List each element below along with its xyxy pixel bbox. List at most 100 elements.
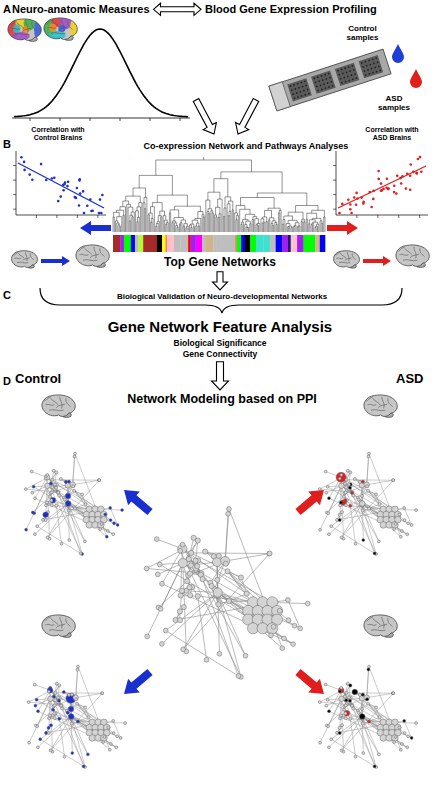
- data-point: [380, 182, 383, 185]
- axis-line: [16, 215, 106, 216]
- array-spot: [296, 92, 298, 94]
- network-node: [292, 623, 297, 628]
- array-spot: [289, 85, 291, 87]
- panel-letter: A: [3, 3, 11, 16]
- brain-fill: [364, 615, 397, 636]
- network-edges: [320, 454, 416, 554]
- array-spot: [325, 78, 327, 80]
- ppi-network: [24, 452, 123, 555]
- module-color-bar: [241, 235, 245, 252]
- module-color-bar: [309, 235, 316, 252]
- network-node: [81, 493, 84, 496]
- array-spot: [320, 75, 322, 77]
- network-node: [48, 714, 51, 717]
- data-point: [20, 156, 23, 159]
- network-node: [98, 479, 101, 482]
- data-point: [62, 189, 65, 192]
- brain-icon: [396, 245, 429, 267]
- network-node: [30, 470, 33, 473]
- microarray-slide: [269, 49, 391, 111]
- array-spot: [297, 96, 299, 98]
- network-node: [83, 540, 86, 543]
- network-node: [73, 455, 76, 458]
- ppi-network: [318, 452, 417, 555]
- network-node: [330, 525, 333, 528]
- brain-gyrus: [335, 252, 340, 255]
- network-node: [46, 536, 49, 539]
- module-color-bar: [213, 235, 217, 252]
- axis-tick: [333, 165, 336, 166]
- network-node: [49, 482, 52, 485]
- direction-arrow: [363, 256, 391, 266]
- array-spot: [300, 81, 302, 83]
- module-color-bar: [282, 235, 288, 252]
- data-point: [349, 208, 352, 211]
- network-node: [344, 712, 347, 715]
- network-node: [361, 509, 364, 512]
- array-spot: [330, 81, 332, 83]
- axis-line: [336, 215, 428, 216]
- network-node: [155, 572, 160, 577]
- axis-tick: [333, 209, 336, 210]
- axis-tick: [13, 209, 16, 210]
- network-node: [349, 717, 352, 720]
- network-node: [352, 689, 358, 695]
- module-color-bar: [157, 235, 162, 252]
- data-point: [66, 185, 69, 188]
- network-node: [195, 564, 200, 569]
- axis-tick: [56, 215, 57, 218]
- network-node: [367, 668, 370, 671]
- network-node: [348, 699, 351, 702]
- network-node: [35, 698, 38, 701]
- network-node: [319, 741, 322, 744]
- network-node: [70, 693, 73, 696]
- array-spot: [344, 67, 346, 69]
- data-point: [419, 156, 422, 159]
- array-spot: [374, 66, 376, 68]
- array-spot: [304, 94, 306, 96]
- network-node: [298, 626, 303, 631]
- module-color-bar: [270, 235, 276, 252]
- network-node: [325, 704, 328, 707]
- network-edges: [29, 667, 125, 767]
- network-node: [319, 528, 322, 531]
- network-node: [361, 722, 364, 725]
- module-color-bar: [245, 235, 251, 252]
- network-node: [39, 738, 42, 741]
- network-node: [362, 539, 365, 542]
- brain-outline: [364, 615, 397, 636]
- brain-icon: [333, 251, 359, 268]
- array-spot: [299, 91, 301, 93]
- network-node: [209, 583, 214, 588]
- network-node: [392, 522, 399, 529]
- data-point: [59, 195, 62, 198]
- network-node: [318, 701, 321, 704]
- module-color-bar: [202, 235, 206, 252]
- network-node: [407, 522, 410, 525]
- axis-tick: [150, 118, 151, 121]
- data-point: [31, 179, 34, 182]
- network-node: [392, 692, 395, 695]
- network-node: [98, 479, 101, 482]
- brain-gyrus: [100, 248, 105, 256]
- direction-arrow: [295, 490, 324, 515]
- data-point: [362, 201, 365, 204]
- data-point: [370, 206, 373, 209]
- axis-line: [16, 151, 17, 215]
- network-node: [49, 724, 52, 727]
- network-node: [340, 511, 343, 514]
- data-point: [377, 178, 380, 181]
- data-point: [380, 189, 383, 192]
- array-spot: [351, 65, 353, 67]
- brain-gyrus: [60, 397, 62, 409]
- module-color-bar: [188, 235, 191, 252]
- array-spot: [316, 85, 318, 87]
- section-heading: Biological Validation of Neuro-developme…: [117, 292, 327, 301]
- network-node: [354, 755, 357, 758]
- network-node: [347, 696, 350, 699]
- network-node: [344, 717, 347, 720]
- array-spot: [372, 72, 374, 74]
- brain-gyrus: [373, 398, 380, 404]
- slide-body: [269, 49, 391, 111]
- brain-fill: [11, 251, 37, 268]
